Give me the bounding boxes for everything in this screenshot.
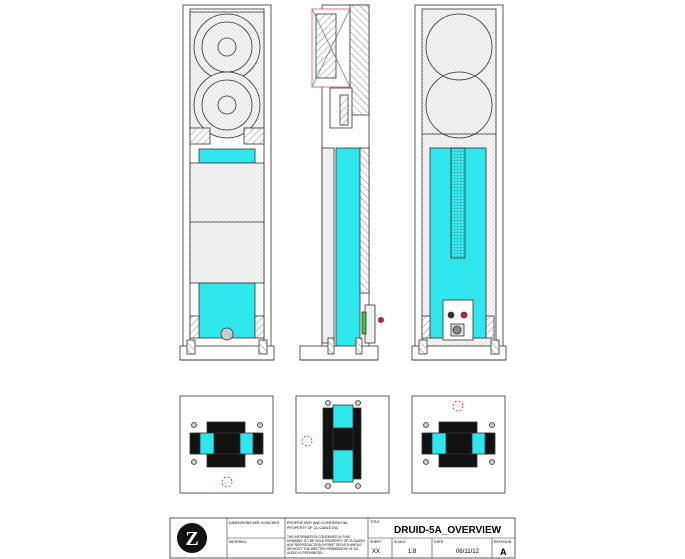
revision-value: A xyxy=(500,547,507,557)
rear-upper-driver-outline xyxy=(425,13,493,81)
scale-label: SCALE xyxy=(394,540,406,544)
front-port-top xyxy=(198,148,256,164)
sheet-label: SHEET xyxy=(370,540,383,544)
upper-driver xyxy=(193,13,261,81)
notice-line: THE INFORMATION CONTAINED IN THIS xyxy=(287,535,351,539)
proprietary-heading: PROPRIETARY AND CONFIDENTIAL xyxy=(287,521,348,525)
title-label: TITLE xyxy=(370,520,380,524)
binding-post-plate xyxy=(442,299,474,341)
revision-label: REVISION xyxy=(494,540,512,544)
scale-value: 1:8 xyxy=(408,549,417,555)
material-label: MATERIAL xyxy=(229,540,247,544)
sheet-value: XX xyxy=(372,549,380,555)
drawing-title: DRUID-5A_OVERVIEW xyxy=(394,525,502,536)
date-label: DATE xyxy=(434,540,444,544)
plan-view-center xyxy=(295,395,390,494)
notice-line: AUDIO IS PROHIBITED. xyxy=(287,551,324,555)
side-port xyxy=(335,147,361,349)
property-of: PROPERTY OF ZU CABLE INC. xyxy=(287,526,339,530)
lower-driver xyxy=(193,71,261,139)
date-value: 06/11/12 xyxy=(456,549,480,555)
plan-view-right xyxy=(411,395,506,494)
side-view xyxy=(299,4,384,361)
svg-text:Z: Z xyxy=(185,528,198,550)
notice-line: ANY REPRODUCTION IN PART OR AS A WHOLE xyxy=(287,543,362,547)
notice-line: DRAWING IS THE SOLE PROPERTY OF ZU AUDIO xyxy=(287,539,365,543)
front-view xyxy=(179,4,275,361)
front-terminal xyxy=(220,327,234,341)
title-block: Z DIMENSIONS ARE IN INCHES MATERIAL PROP… xyxy=(169,517,516,559)
notice-line: WITHOUT THE WRITTEN PERMISSION OF ZU xyxy=(287,547,359,551)
rear-view xyxy=(411,4,507,361)
plan-view-left xyxy=(179,395,274,494)
dimensions-note: DIMENSIONS ARE IN INCHES xyxy=(229,521,280,525)
zu-logo: Z xyxy=(177,523,207,553)
